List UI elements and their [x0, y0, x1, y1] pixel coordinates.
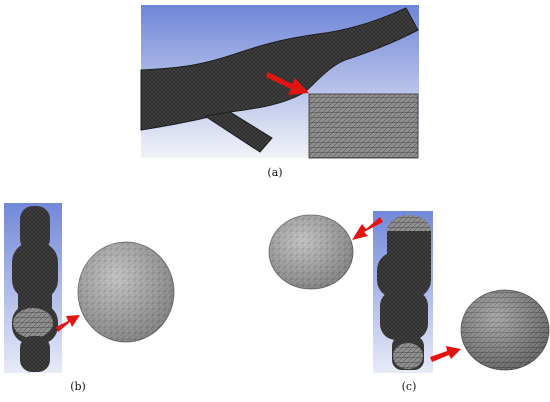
disc-lower-shading — [461, 290, 549, 370]
caption-a: (a) — [267, 166, 282, 179]
red-arrow-icon-c-lower — [430, 346, 461, 362]
vessel-side-branch — [203, 111, 273, 153]
cylinder-c-bulge-upper — [377, 252, 431, 298]
panel-b-cylinder-mesh — [4, 203, 175, 373]
caption-b: (b) — [70, 380, 86, 393]
caption-c: (c) — [402, 380, 417, 393]
red-arrow-icon-b — [56, 315, 80, 332]
cylinder-c-bulge-lower — [380, 290, 428, 340]
red-arrow-icon-c-upper — [352, 217, 383, 240]
disc-shading — [78, 242, 174, 342]
panel-c-cylinder-mesh — [268, 211, 550, 373]
red-arrow-icon — [266, 72, 309, 95]
mesh-zoom-inset — [308, 93, 419, 159]
cylinder-top-segment — [20, 206, 50, 252]
cylinder-cross-section-face — [13, 308, 53, 338]
disc-upper-shading — [269, 215, 353, 289]
cylinder-upper-bulge — [12, 242, 58, 300]
panel-a-vessel-mesh — [140, 5, 419, 159]
cylinder-bottom-segment — [20, 336, 50, 372]
cylinder-c-bottom-face — [393, 343, 423, 369]
